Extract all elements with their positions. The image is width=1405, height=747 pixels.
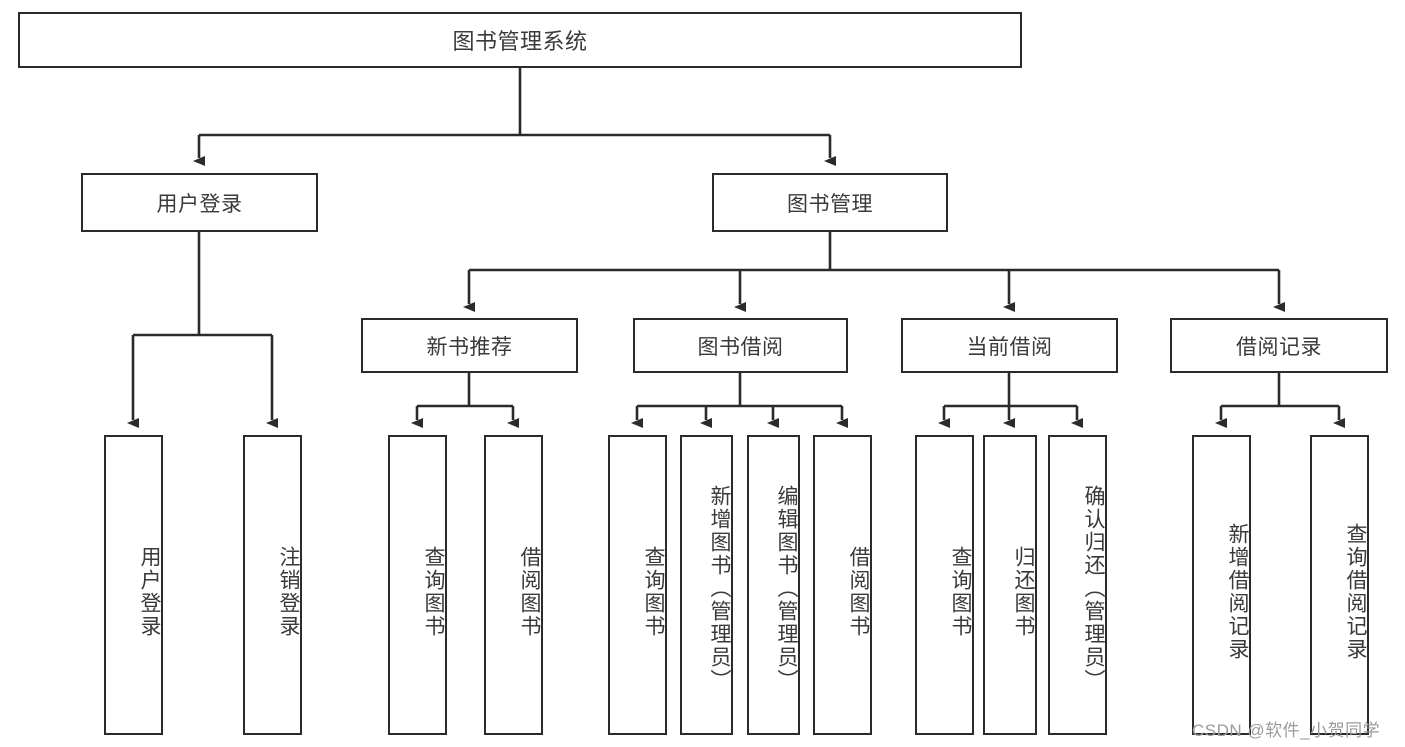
leaf-borrow-record-query[interactable]: 查询借阅记录: [1310, 435, 1369, 735]
leaf-new-book-borrow[interactable]: 借阅图书: [484, 435, 543, 735]
leaf-user-login-login[interactable]: 用户登录: [104, 435, 163, 735]
leaf-book-borrow-edit[interactable]: 编辑图书（管理员）: [747, 435, 800, 735]
leaf-book-borrow-add[interactable]: 新增图书（管理员）: [680, 435, 733, 735]
node-user-login[interactable]: 用户登录: [81, 173, 318, 232]
node-book-borrow[interactable]: 图书借阅: [633, 318, 848, 373]
leaf-book-borrow-borrow[interactable]: 借阅图书: [813, 435, 872, 735]
leaf-book-borrow-query[interactable]: 查询图书: [608, 435, 667, 735]
leaf-user-login-logout[interactable]: 注销登录: [243, 435, 302, 735]
leaf-borrow-record-add[interactable]: 新增借阅记录: [1192, 435, 1251, 735]
node-current-borrow[interactable]: 当前借阅: [901, 318, 1118, 373]
leaf-current-borrow-return[interactable]: 归还图书: [983, 435, 1037, 735]
leaf-current-borrow-query[interactable]: 查询图书: [915, 435, 974, 735]
node-borrow-record[interactable]: 借阅记录: [1170, 318, 1388, 373]
node-root-system[interactable]: 图书管理系统: [18, 12, 1022, 68]
leaf-current-borrow-confirm-return[interactable]: 确认归还（管理员）: [1048, 435, 1107, 735]
node-new-book-recommend[interactable]: 新书推荐: [361, 318, 578, 373]
node-book-management[interactable]: 图书管理: [712, 173, 948, 232]
watermark-text: CSDN @软件_小贺同学: [1192, 721, 1381, 740]
leaf-new-book-query[interactable]: 查询图书: [388, 435, 447, 735]
